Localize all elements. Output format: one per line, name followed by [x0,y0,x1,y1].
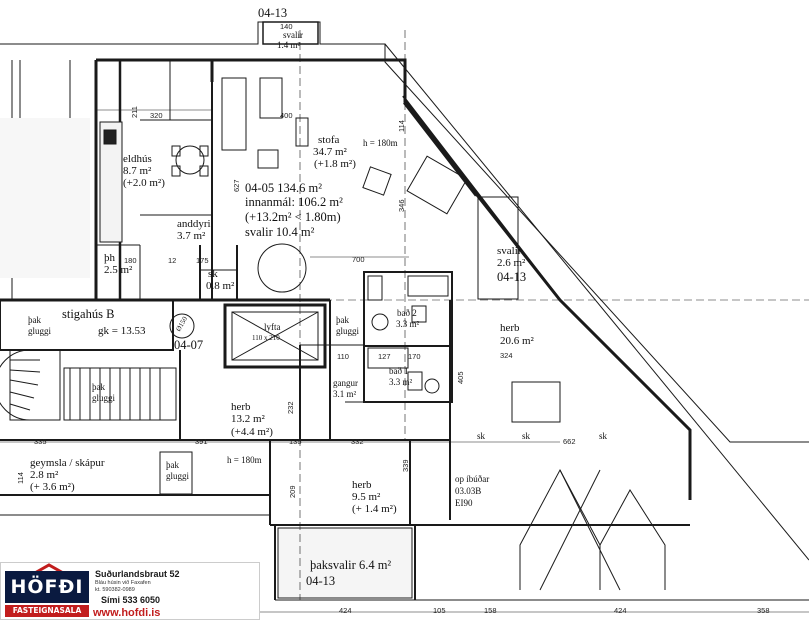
unit-low-area: (+13.2m² < 1.80m) [245,210,341,224]
dim-127: 127 [378,352,391,361]
skylight-4-label: þak gluggi [166,460,190,481]
skylight-3-label: þak gluggi [92,382,116,403]
geymsla-area: 2.8 m² [30,469,59,481]
dim-339: 339 [401,459,410,472]
anddyri-area: 3.7 m² [177,230,206,242]
geymsla-name: geymsla / skápur [30,457,105,469]
stofa-area: 34.7 m² [313,146,347,158]
dim-175: 175 [196,256,209,265]
dim-110: 110 [337,352,349,361]
herb-small-area: 9.5 m² [352,491,381,503]
realtor-address-sub: Bláu húsin við Faxafen [95,580,151,586]
bad2-area: 3.3 m² [396,319,420,329]
gangur-area: 3.1 m² [333,389,357,399]
dim-424-b: 424 [614,606,627,615]
dim-700: 700 [352,255,365,264]
geymsla-extra: (+ 3.6 m²) [30,481,75,493]
unit-balcony-area: svalir 10.4 m² [245,225,315,239]
dim-332: 332 [351,437,364,446]
unit-code-top: 04-13 [258,6,288,20]
sk-small-area: 0.8 m² [206,280,235,292]
dim-405: 405 [456,371,465,384]
dim-211: 211 [130,106,139,118]
realtor-tagline: FASTEIGNASALA [5,605,89,617]
skylight-1-label: þak gluggi [28,315,52,336]
op-ibudar-line1: op íbúðar [455,474,490,484]
dim-209: 209 [288,485,297,498]
stigahus-code: 04-07 [174,338,204,352]
dim-114: 114 [397,120,406,132]
dim-627: 627 [232,179,241,192]
dim-358: 358 [757,606,770,615]
stofa-height: h = 180m [363,138,398,148]
sk-small-name: sk [208,268,218,280]
stofa-name: stofa [318,134,340,146]
herb-small-name: herb [352,479,372,491]
bad1-area: 3.3 m² [389,377,413,387]
sk-label-3: sk [599,431,608,441]
op-ibudar-line2: 03.03B [455,486,482,496]
svalir-top-area: 1.4 m² [277,40,301,50]
dim-12: 12 [168,256,177,265]
dim-105: 105 [433,606,446,615]
bad1-name: bað 1 [389,366,409,376]
svalir-right-code: 04-13 [497,270,527,284]
eldhus-extra: (+2.0 m²) [123,177,165,189]
dim-400: 400 [280,111,293,120]
stigahus-name: stigahús B [62,307,115,321]
dim-180: 180 [124,256,137,265]
herb-mid-name: herb [231,401,251,413]
bad2-name: bað 2 [397,308,417,318]
realtor-brand: HÖFÐI [5,571,89,603]
dim-232: 232 [286,401,295,414]
dim-114-left: 114 [16,472,25,484]
roof-terrace-code: 04-13 [306,574,336,588]
op-ibudar-line3: EI90 [455,498,473,508]
skylight-2-label: þak gluggi [336,315,360,336]
anddyri-name: anddyri [177,218,211,230]
geymsla-height: h = 180m [227,455,262,465]
svalir-right-name: svalir [497,245,522,257]
realtor-logo: HÖFÐI FASTEIGNASALA Suðurlandsbraut 52 B… [0,562,260,620]
lift-dim: 110 x 210 [252,334,280,342]
dim-662: 662 [563,437,576,446]
herb-small-extra: (+ 1.4 m²) [352,503,397,515]
gangur-name: gangur [333,378,358,388]
sk-label-1: sk [477,431,486,441]
sk-label-2: sk [522,431,531,441]
herb-right-name: herb [500,322,520,334]
dim-170: 170 [408,352,421,361]
dim-svalir-top: 140 [280,22,293,31]
svalir-right-area: 2.6 m² [497,257,526,269]
realtor-website: www.hofdi.is [93,607,161,619]
roof-outline [0,21,809,443]
dim-135: 135 [289,437,302,446]
herb-right-area: 20.6 m² [500,335,534,347]
stigahus-gk: gk = 13.53 [98,325,146,337]
herb-right-dim: 324 [500,351,513,360]
realtor-address: Suðurlandsbraut 52 [95,569,180,579]
eldhus-name: eldhús [123,153,152,165]
realtor-kt: kt. 590382-0989 [95,587,135,593]
dim-320: 320 [150,111,163,120]
stofa-extra: (+1.8 m²) [314,158,356,170]
herb-mid-area: 13.2 m² [231,413,265,425]
bh-area: 2.5 m² [104,264,133,276]
realtor-phone: Sími 533 6050 [101,595,161,605]
unit-inner-area: innanmál: 106.2 m² [245,195,343,209]
roof-terrace-name: þaksvalir 6.4 m² [310,558,392,572]
dim-424-a: 424 [339,606,352,615]
unit-total-area: 04-05 134.6 m² [245,181,323,195]
dim-158: 158 [484,606,497,615]
dim-335: 335 [34,437,47,446]
dim-391: 391 [195,437,208,446]
herb-mid-extra: (+4.4 m²) [231,426,273,438]
dim-346: 346 [397,199,406,212]
bh-name: þh [104,252,115,264]
svalir-top-name: svalir [283,30,303,40]
lift-name: lyfta [264,322,281,332]
eldhus-area: 8.7 m² [123,165,152,177]
